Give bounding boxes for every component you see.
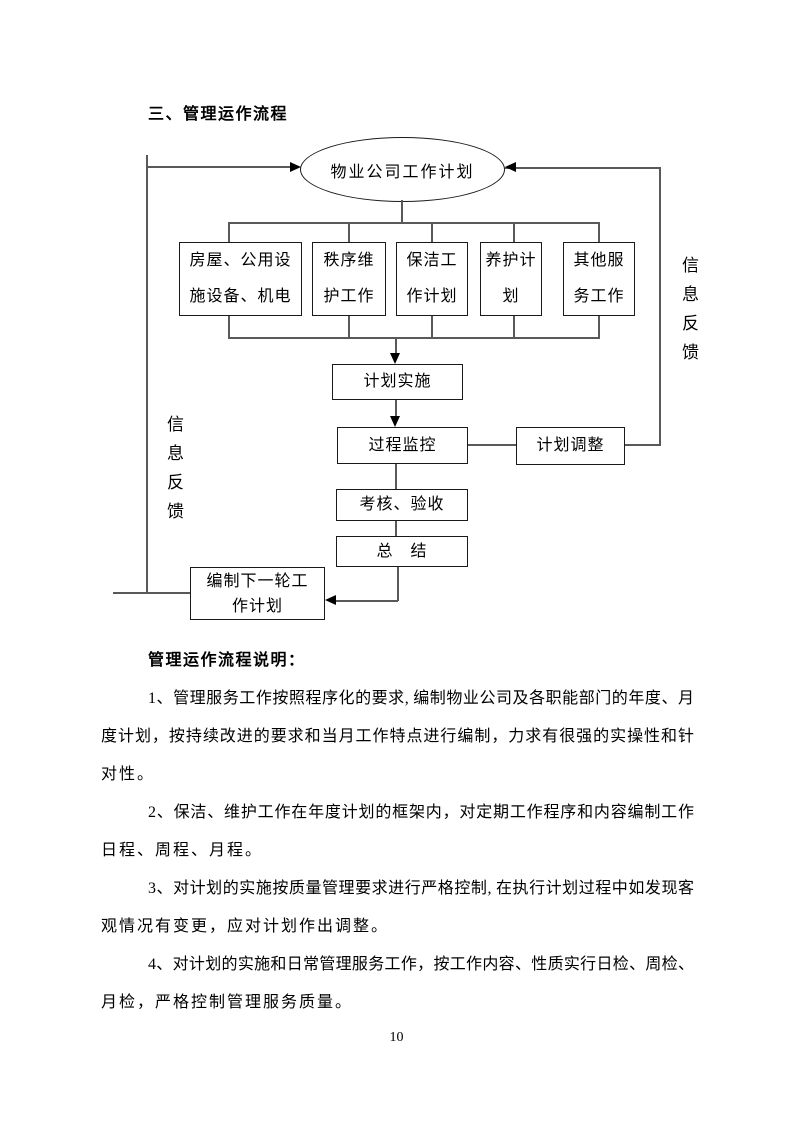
box-other-services-line1: 其他服 bbox=[573, 252, 625, 269]
box-cleaning-plan-line1: 保洁工 bbox=[406, 252, 458, 269]
notes-paragraphs: 1、管理服务工作按照程序化的要求, 编制物业公司及各职能部门的年度、月 度计划，… bbox=[101, 680, 694, 1022]
notes-line-2: 度计划，按持续改进的要求和当月工作特点进行编制，力求有很强的实操性和针 bbox=[101, 728, 694, 745]
box-assess-accept: 考核、验收 bbox=[336, 489, 468, 521]
drop-line-1 bbox=[228, 222, 230, 242]
box-maintenance-plan-line2: 划 bbox=[502, 288, 520, 305]
box-plan-implement: 计划实施 bbox=[332, 364, 463, 400]
arrowhead-to-process-monitor bbox=[390, 416, 400, 427]
section-title: 三、管理运作流程 bbox=[148, 106, 289, 123]
box-plan-adjust: 计划调整 bbox=[516, 427, 625, 465]
riser-line-4 bbox=[513, 316, 515, 338]
ellipse-label: 物业公司工作计划 bbox=[330, 163, 475, 181]
notes-line-3: 对性。 bbox=[101, 766, 156, 783]
box-next-round-plan-line2: 作计划 bbox=[231, 597, 283, 615]
box-order-maintenance-line2: 护工作 bbox=[323, 288, 375, 305]
riser-line-2 bbox=[348, 316, 350, 338]
feedback-label-left: 信息反馈 bbox=[164, 415, 183, 531]
right-feedback-top-line bbox=[505, 167, 661, 169]
box-summary-label: 总 结 bbox=[376, 542, 428, 560]
page-number: 10 bbox=[389, 1030, 404, 1045]
box-other-services: 其他服 务工作 bbox=[563, 242, 635, 316]
box-housing-facilities: 房屋、公用设 施设备、机电 bbox=[179, 242, 302, 316]
box-cleaning-plan: 保洁工 作计划 bbox=[396, 242, 468, 316]
box-other-services-line2: 务工作 bbox=[573, 288, 625, 305]
feedback-label-right: 信息反馈 bbox=[679, 256, 698, 372]
riser-line-3 bbox=[431, 316, 433, 338]
riser-line-1 bbox=[228, 316, 230, 338]
box-process-monitor-label: 过程监控 bbox=[368, 436, 437, 454]
summary-elbow-vertical bbox=[397, 567, 399, 601]
box-summary: 总 结 bbox=[336, 536, 468, 567]
left-feedback-bottom-line bbox=[113, 592, 191, 594]
box-plan-implement-label: 计划实施 bbox=[363, 373, 432, 390]
drop-line-5 bbox=[598, 222, 600, 242]
box-order-maintenance-line1: 秩序维 bbox=[323, 252, 375, 269]
distribution-line bbox=[228, 222, 600, 224]
assess-to-summary-line bbox=[395, 521, 397, 536]
box-housing-facilities-line1: 房屋、公用设 bbox=[189, 252, 292, 269]
arrowhead-into-ellipse-right bbox=[505, 162, 516, 172]
box-housing-facilities-line2: 施设备、机电 bbox=[189, 288, 292, 305]
drop-line-2 bbox=[348, 222, 350, 242]
box-plan-adjust-label: 计划调整 bbox=[536, 437, 605, 454]
notes-line-7: 观情况有变更，应对计划作出调整。 bbox=[101, 918, 390, 935]
ellipse-stem-line bbox=[401, 200, 403, 223]
notes-line-8: 4、对计划的实施和日常管理服务工作，按工作内容、性质实行日检、周检、 bbox=[148, 956, 694, 973]
arrowhead-to-next-round bbox=[325, 595, 336, 605]
arrowhead-into-ellipse-left bbox=[290, 162, 301, 172]
drop-line-4 bbox=[513, 222, 515, 242]
ellipse-company-work-plan: 物业公司工作计划 bbox=[300, 137, 505, 202]
left-feedback-vertical-line bbox=[146, 155, 148, 593]
box-next-round-plan: 编制下一轮工 作计划 bbox=[190, 567, 325, 620]
drop-line-3 bbox=[431, 222, 433, 242]
left-feedback-top-line bbox=[147, 166, 292, 168]
monitor-to-assess-line bbox=[395, 464, 397, 489]
box-maintenance-plan-line1: 养护计 bbox=[485, 252, 537, 269]
riser-line-5 bbox=[598, 316, 600, 338]
arrow-stem-to-process-monitor bbox=[395, 400, 397, 418]
notes-line-6: 3、对计划的实施按质量管理要求进行严格控制, 在执行计划过程中如发现客 bbox=[148, 880, 694, 897]
arrowhead-to-plan-implement bbox=[390, 353, 400, 364]
adjust-to-feedback-line bbox=[625, 444, 661, 446]
right-feedback-vertical-line bbox=[659, 167, 661, 446]
monitor-to-adjust-line bbox=[468, 444, 516, 446]
notes-heading: 管理运作流程说明： bbox=[148, 652, 306, 669]
box-process-monitor: 过程监控 bbox=[337, 427, 468, 464]
box-order-maintenance: 秩序维 护工作 bbox=[312, 242, 386, 316]
arrow-stem-to-plan-implement bbox=[395, 337, 397, 356]
box-maintenance-plan: 养护计 划 bbox=[480, 242, 542, 316]
box-next-round-plan-line1: 编制下一轮工 bbox=[206, 572, 309, 590]
notes-line-4: 2、保洁、维护工作在年度计划的框架内，对定期工作程序和内容编制工作 bbox=[148, 804, 694, 821]
summary-elbow-horizontal bbox=[336, 600, 398, 602]
notes-line-5: 日程、周程、月程。 bbox=[101, 842, 264, 859]
collector-line bbox=[228, 337, 600, 339]
box-cleaning-plan-line2: 作计划 bbox=[406, 288, 458, 305]
notes-line-1: 1、管理服务工作按照程序化的要求, 编制物业公司及各职能部门的年度、月 bbox=[148, 690, 694, 707]
box-assess-accept-label: 考核、验收 bbox=[359, 496, 445, 513]
notes-line-9: 月检，严格控制管理服务质量。 bbox=[101, 994, 354, 1011]
